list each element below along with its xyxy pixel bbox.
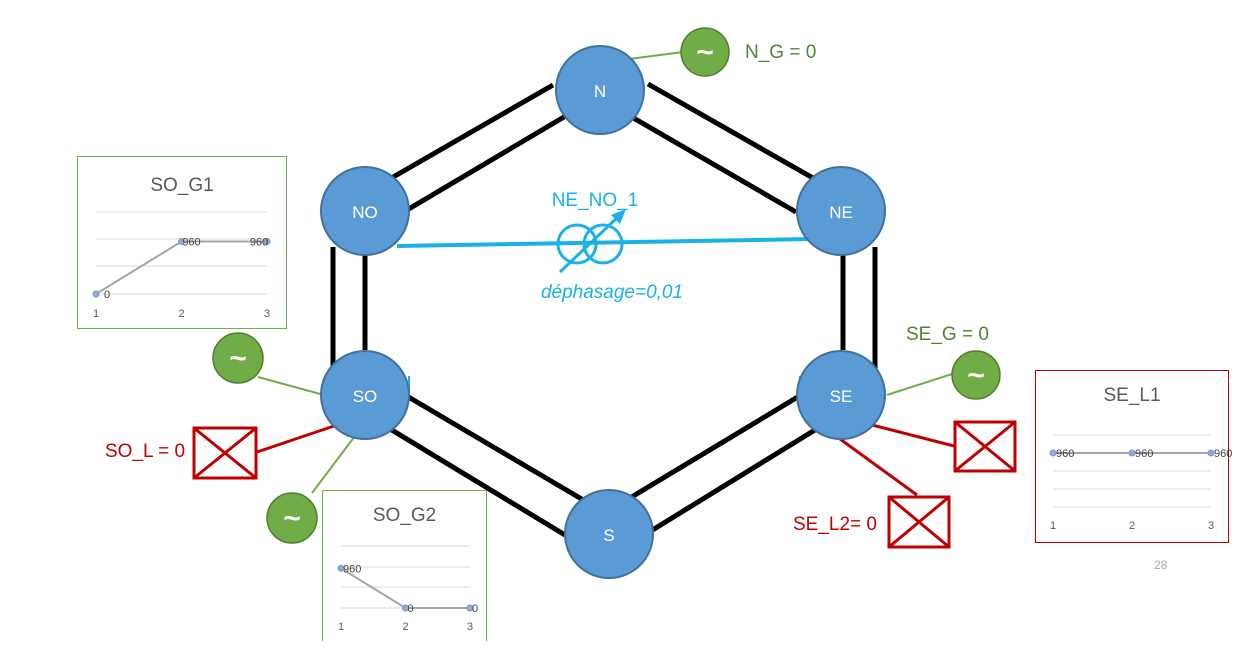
x-tick-label: 3: [467, 621, 473, 633]
line-se-s-b: [644, 422, 825, 537]
wave-icon: ~: [229, 342, 247, 375]
data-point: [1049, 449, 1057, 457]
node-no: NO: [320, 166, 410, 256]
data-label: 960: [1056, 448, 1074, 460]
wave-icon: ~: [967, 359, 985, 392]
chart-plot: 0 960 960 1 2 3: [92, 211, 271, 320]
generator-n: ~: [680, 27, 730, 77]
node-so: SO: [320, 350, 410, 440]
transformer-line: [396, 237, 813, 248]
chart-plot: 960 960 960 1 2 3: [1049, 434, 1232, 532]
transformer-icon: [556, 209, 626, 274]
load-se-1: [953, 420, 1017, 473]
data-point: [402, 604, 409, 612]
generator-so-1: ~: [212, 332, 264, 384]
line-n-ne-a: [646, 81, 815, 181]
line-so-s-b: [380, 421, 567, 538]
chart-title: SO_G2: [372, 505, 437, 526]
chart-se-l1: SE_L1 960 960 960 1 2 3: [1035, 370, 1232, 543]
data-point: [263, 238, 271, 246]
data-label: 960: [1135, 448, 1153, 460]
node-label: NE: [829, 203, 853, 222]
generator-icon: [212, 332, 264, 384]
se-g-label: SE_G = 0: [906, 324, 989, 345]
chart-plot: 960 0 0 1 2 3: [337, 545, 478, 633]
line-se-s-a: [623, 389, 808, 504]
line-n-ne-b: [628, 113, 798, 215]
node-n: N: [555, 45, 645, 135]
page-number: 28: [1154, 558, 1168, 572]
x-tick-label: 3: [1208, 520, 1214, 532]
node-se: SE: [796, 350, 886, 440]
transformer-name: NE_NO_1: [552, 190, 639, 211]
data-point: [466, 604, 474, 612]
chart-title: SE_L1: [1103, 385, 1161, 406]
data-label: 960: [1214, 448, 1232, 460]
data-label: 960: [182, 237, 200, 249]
data-point: [92, 290, 100, 298]
x-tick-label: 3: [264, 308, 270, 320]
generator-icon: [680, 27, 730, 77]
transformer-phase-label: déphasage=0,01: [541, 282, 683, 303]
data-label: 0: [408, 603, 414, 615]
n-g-label: N_G = 0: [745, 42, 816, 63]
wave-icon: ~: [696, 36, 714, 69]
x-tick-label: 1: [338, 621, 344, 633]
se-l2-label: SE_L2= 0: [793, 514, 877, 535]
node-label: SE: [830, 387, 853, 406]
line-n-no-a: [386, 82, 555, 183]
generator-icon: [266, 492, 318, 544]
data-label: 960: [343, 563, 361, 575]
data-point: [1207, 449, 1215, 457]
data-point: [337, 564, 345, 572]
node-ne: NE: [796, 166, 886, 256]
line-so-s-a: [398, 389, 587, 504]
wave-icon: ~: [283, 502, 301, 535]
data-label: 0: [472, 603, 478, 615]
node-s: S: [564, 489, 654, 579]
x-tick-label: 2: [178, 308, 184, 320]
series-line: [95, 240, 267, 295]
generator-icon: [951, 350, 1001, 400]
node-label: NO: [352, 203, 378, 222]
line-n-no-b: [405, 111, 571, 213]
x-tick-label: 1: [93, 308, 99, 320]
transmission-lines: [330, 81, 878, 538]
x-tick-label: 1: [1050, 520, 1056, 532]
node-label: SO: [353, 387, 378, 406]
data-label: 960: [250, 237, 268, 249]
generator-so-2: ~: [266, 492, 318, 544]
load-so: [192, 426, 258, 480]
load-connections: [256, 423, 955, 497]
chart-so-g1: SO_G1 0 960 960 1 2 3: [77, 156, 287, 329]
load-se-2: [887, 495, 951, 549]
chart-so-g2: SO_G2 960 0 0 1 2 3: [322, 490, 487, 641]
node-label: S: [603, 526, 614, 545]
so-l-label: SO_L = 0: [105, 441, 185, 462]
data-point: [178, 238, 185, 246]
x-tick-label: 2: [402, 621, 408, 633]
node-label: N: [594, 82, 606, 101]
data-point: [1128, 449, 1136, 457]
data-label: 0: [104, 289, 110, 301]
generator-se: ~: [951, 350, 1001, 400]
chart-title: SO_G1: [150, 175, 214, 196]
x-tick-label: 2: [1129, 520, 1135, 532]
